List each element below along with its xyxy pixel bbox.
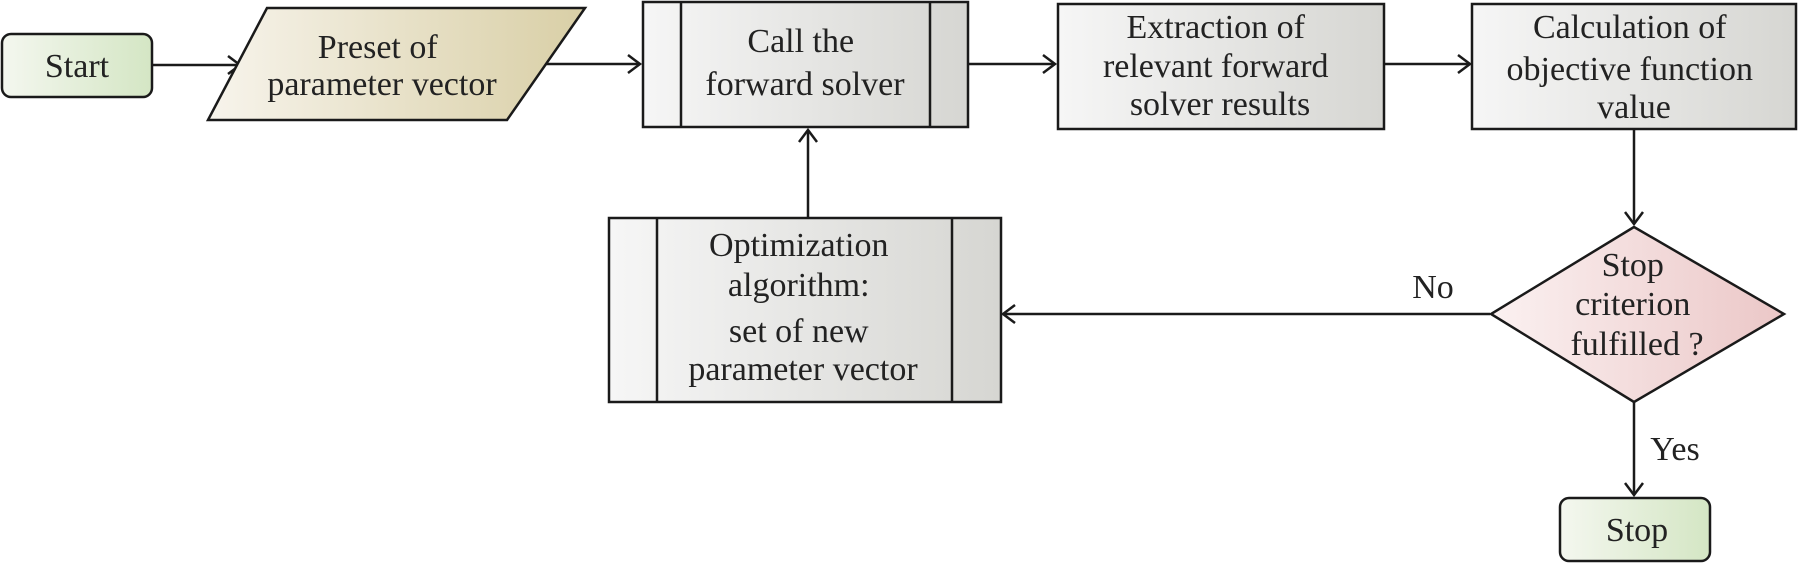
optimization-label: Optimization algorithm: set of new param…	[688, 227, 918, 388]
decision-label-line-2: criterion	[1575, 286, 1690, 323]
call-solver-label-line-1: Call the	[747, 23, 854, 60]
optimization-label-line-3: set of new	[729, 313, 869, 350]
arrow-start-to-preset	[150, 55, 243, 75]
arrow-objective-to-decision	[1624, 129, 1644, 227]
optimization-label-line-4: parameter vector	[688, 351, 918, 388]
objective-label-line-3: value	[1597, 89, 1671, 126]
stop-label: Stop	[1606, 512, 1668, 549]
arrow-call-solver-to-extraction	[968, 54, 1058, 74]
extraction-node: Extraction of relevant forward solver re…	[1056, 2, 1386, 131]
call-solver-label: Call the forward solver	[705, 23, 905, 103]
call-solver-node: Call the forward solver	[641, 0, 970, 129]
arrow-preset-to-call-solver	[545, 54, 643, 74]
stop-node: Stop	[1558, 496, 1712, 563]
arrow-optimization-to-call-solver	[798, 127, 818, 217]
optimization-label-line-2: algorithm:	[728, 267, 870, 304]
objective-label-line-1: Calculation of	[1533, 9, 1727, 46]
preset-label-line-1: Preset of	[318, 29, 439, 66]
edge-label-no: No	[1412, 269, 1454, 306]
start-label: Start	[45, 48, 110, 85]
arrow-decision-yes-to-stop	[1624, 402, 1644, 498]
arrow-extraction-to-objective	[1383, 54, 1473, 74]
preset-node: Preset of parameter vector	[205, 6, 588, 122]
decision-label-line-1: Stop	[1602, 247, 1664, 284]
edge-label-yes: Yes	[1650, 431, 1699, 468]
optimization-node: Optimization algorithm: set of new param…	[607, 216, 1003, 404]
decision-label-line-3: fulfilled ?	[1570, 326, 1703, 363]
optimization-label-line-1: Optimization	[709, 227, 888, 264]
extraction-label: Extraction of relevant forward solver re…	[1103, 9, 1337, 123]
objective-label: Calculation of objective function value	[1507, 9, 1762, 126]
extraction-label-line-2: relevant forward	[1103, 48, 1329, 85]
preset-label-line-2: parameter vector	[267, 66, 497, 103]
call-solver-label-line-2: forward solver	[705, 66, 905, 103]
objective-node: Calculation of objective function value	[1470, 2, 1798, 131]
objective-label-line-2: objective function	[1507, 51, 1753, 88]
extraction-label-line-1: Extraction of	[1127, 9, 1306, 46]
arrow-decision-no-to-optimization	[1000, 304, 1490, 324]
preset-label: Preset of parameter vector	[267, 29, 497, 103]
decision-node: Stop criterion fulfilled ?	[1488, 225, 1787, 404]
decision-label: Stop criterion fulfilled ?	[1570, 247, 1703, 363]
start-node: Start	[0, 32, 154, 99]
extraction-label-line-3: solver results	[1130, 86, 1310, 123]
connectors	[150, 54, 1644, 498]
